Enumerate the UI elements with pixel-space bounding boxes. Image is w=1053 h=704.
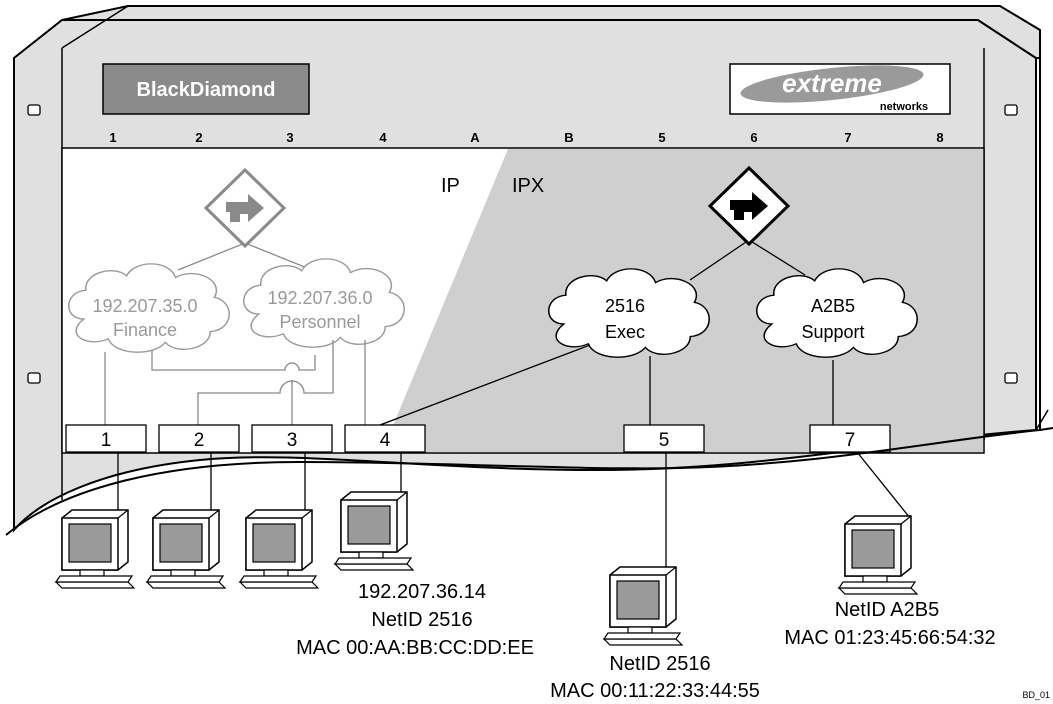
port-box: 5 (623, 424, 705, 453)
port-number: 3 (287, 430, 298, 451)
slot-label: 5 (658, 130, 665, 145)
host4-ip: 192.207.36.14 (358, 581, 486, 603)
port-box: 2 (158, 424, 240, 453)
pc-icon (334, 491, 414, 571)
port-number: 2 (194, 430, 205, 451)
port-box: 3 (251, 424, 333, 453)
svg-text:networks: networks (880, 101, 928, 113)
slot-label: 1 (109, 130, 116, 145)
host7-mac: MAC 01:23:45:66:54:32 (784, 627, 995, 649)
ip-connections (104, 340, 366, 425)
svg-text:2516: 2516 (605, 296, 645, 316)
svg-text:A2B5: A2B5 (811, 296, 855, 316)
port-number: 1 (101, 430, 112, 451)
ip-zone-label: IP (441, 175, 460, 197)
port-row: 1 2 3 4 5 7 (65, 424, 891, 453)
slot-label: 7 (844, 130, 851, 145)
port-box: 7 (809, 424, 891, 453)
svg-text:192.207.36.0: 192.207.36.0 (267, 288, 372, 308)
host7-netid: NetID A2B5 (835, 599, 940, 621)
host5-netid: NetID 2516 (609, 653, 710, 675)
svg-text:extreme: extreme (782, 68, 882, 98)
svg-text:Finance: Finance (113, 320, 177, 340)
slot-label: B (564, 130, 573, 145)
ipx-router-icon (707, 165, 791, 247)
svg-text:192.207.35.0: 192.207.35.0 (92, 296, 197, 316)
port-number: 5 (659, 430, 670, 451)
pc-icon (603, 566, 683, 646)
slot-labels: 1 2 3 4 A B 5 6 7 8 (109, 130, 943, 145)
port-box: 1 (65, 424, 147, 453)
pc-icon (239, 509, 319, 589)
ip-router-icon (203, 167, 287, 249)
ipx-connections (379, 344, 834, 426)
host4-mac: MAC 00:AA:BB:CC:DD:EE (296, 637, 534, 659)
pc-icon (838, 515, 918, 595)
host4-netid: NetID 2516 (371, 609, 472, 631)
pc-icon (146, 509, 226, 589)
host-cables (117, 451, 911, 568)
slot-label: 2 (195, 130, 202, 145)
svg-text:Personnel: Personnel (279, 312, 360, 332)
port-box: 4 (344, 424, 426, 453)
svg-text:Exec: Exec (605, 322, 645, 342)
slot-label: 3 (286, 130, 293, 145)
svg-text:Support: Support (801, 322, 864, 342)
mount-hole (1004, 372, 1018, 384)
slot-label: A (470, 130, 480, 145)
port-number: 7 (845, 430, 856, 451)
pc-icon (55, 509, 135, 589)
slot-label: 8 (936, 130, 943, 145)
figure-id: BD_01 (1022, 690, 1050, 700)
mount-hole (1004, 104, 1018, 116)
slot-label: 4 (379, 130, 387, 145)
ipx-zone-label: IPX (512, 175, 544, 197)
svg-text:BlackDiamond: BlackDiamond (137, 79, 276, 101)
mount-hole (27, 104, 41, 116)
slot-label: 6 (750, 130, 757, 145)
port-number: 4 (380, 430, 391, 451)
blackdiamond-logo (102, 63, 310, 115)
mount-hole (27, 372, 41, 384)
chassis-base-edge (5, 427, 1053, 536)
host5-mac: MAC 00:11:22:33:44:55 (550, 680, 760, 702)
